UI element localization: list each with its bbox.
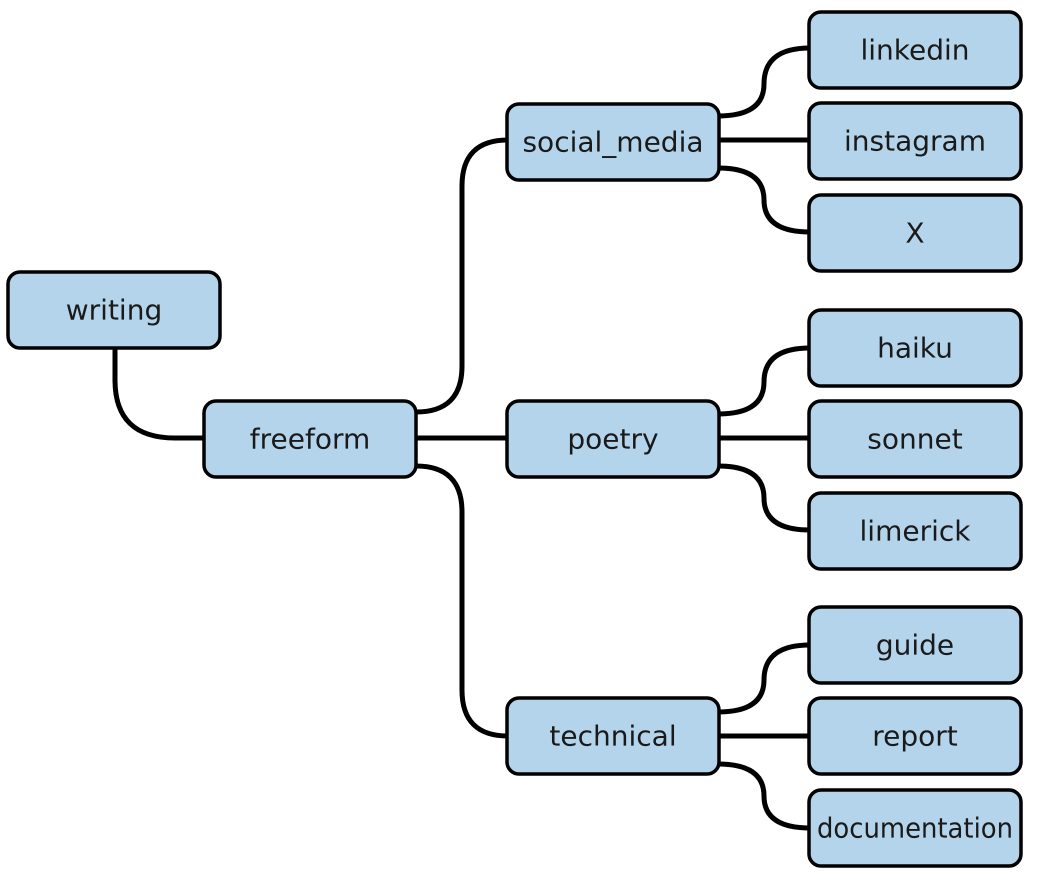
- node-label-social-media: social_media: [522, 126, 703, 159]
- node-x: X: [807, 193, 1023, 273]
- node-poetry: poetry: [505, 399, 721, 479]
- node-technical: technical: [505, 696, 721, 776]
- node-limerick: limerick: [807, 491, 1023, 571]
- node-instagram: instagram: [807, 101, 1023, 181]
- node-label-poetry: poetry: [567, 423, 658, 456]
- edge-poetry-limerick: [715, 463, 813, 533]
- node-label-documentation: documentation: [817, 812, 1013, 845]
- node-social-media: social_media: [505, 102, 721, 182]
- edge-freeform-social-media: [413, 137, 511, 415]
- node-label-limerick: limerick: [860, 515, 972, 548]
- node-label-guide: guide: [876, 629, 954, 662]
- node-label-x: X: [905, 217, 924, 250]
- node-guide: guide: [807, 605, 1023, 685]
- edge-freeform-technical: [413, 463, 511, 739]
- node-label-haiku: haiku: [877, 332, 953, 365]
- edge-social-media-linkedin: [715, 45, 813, 119]
- edge-technical-documentation: [715, 761, 813, 831]
- connectors: [112, 45, 813, 831]
- node-label-linkedin: linkedin: [860, 34, 969, 67]
- node-label-writing: writing: [66, 294, 162, 327]
- node-report: report: [807, 696, 1023, 776]
- node-freeform: freeform: [202, 399, 418, 479]
- edge-writing-freeform: [112, 345, 208, 441]
- node-label-instagram: instagram: [844, 125, 986, 158]
- node-writing: writing: [6, 270, 222, 350]
- node-documentation: documentation: [807, 788, 1023, 868]
- node-label-technical: technical: [549, 720, 676, 753]
- node-label-sonnet: sonnet: [867, 423, 962, 456]
- edge-poetry-haiku: [715, 345, 813, 417]
- node-linkedin: linkedin: [807, 10, 1023, 90]
- node-sonnet: sonnet: [807, 399, 1023, 479]
- node-label-report: report: [872, 720, 958, 753]
- node-haiku: haiku: [807, 308, 1023, 388]
- edge-technical-guide: [715, 642, 813, 715]
- edge-social-media-x: [715, 165, 813, 235]
- node-label-freeform: freeform: [250, 423, 371, 456]
